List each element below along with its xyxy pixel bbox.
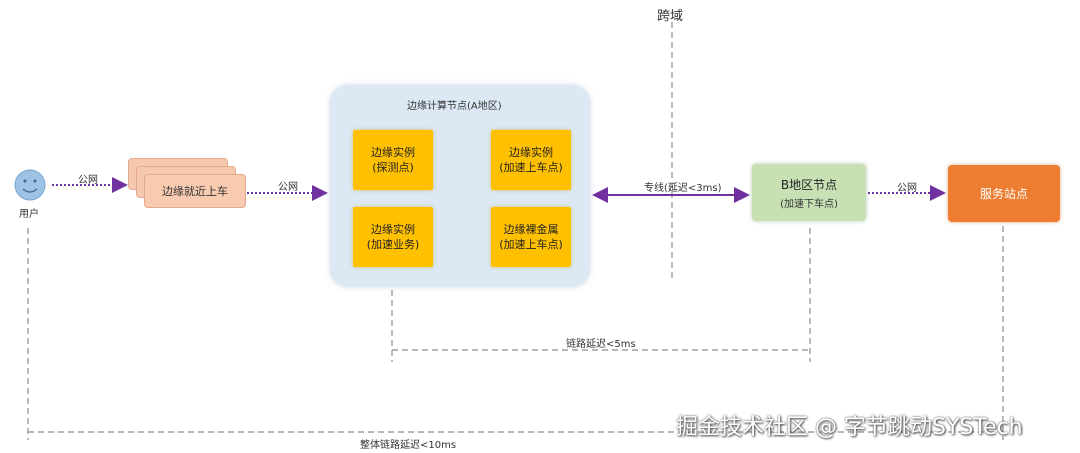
instance-baremetal-title: 边缘裸金属: [503, 223, 559, 236]
service-node: 服务站点: [948, 165, 1060, 222]
user-label: 用户: [19, 209, 39, 220]
access-node: 边缘就近上车: [144, 174, 246, 208]
overall-latency-label: 整体链路延迟<10ms: [360, 440, 457, 451]
instance-business-title: 边缘实例: [371, 223, 415, 236]
instance-business-sub: (加速业务): [366, 238, 420, 251]
access-node-label: 边缘就近上车: [162, 185, 228, 198]
instance-baremetal: 边缘裸金属 (加速上车点): [491, 207, 571, 267]
b-region-node: B地区节点 (加速下车点): [752, 164, 866, 221]
b-node-title: B地区节点: [780, 177, 838, 192]
edge-panel-title: 边缘计算节点(A地区): [407, 101, 502, 112]
b-node-subtitle: (加速下车点): [780, 198, 838, 210]
instance-baremetal-sub: (加速上车点): [499, 238, 563, 251]
link-b-service-label: 公网: [897, 183, 917, 194]
instance-business: 边缘实例 (加速业务): [353, 207, 433, 267]
overall-latency-guide: [27, 226, 1004, 440]
instance-boarding-sub: (加速上车点): [499, 161, 563, 174]
cross-domain-label: 跨域: [657, 9, 684, 24]
instance-boarding-title: 边缘实例: [509, 146, 553, 159]
instance-boarding: 边缘实例 (加速上车点): [491, 130, 571, 190]
service-node-label: 服务站点: [979, 187, 1028, 201]
link-user-access-label: 公网: [78, 175, 98, 186]
instance-probe-sub: (探测点): [372, 161, 414, 174]
link-latency-label: 链路延迟<5ms: [566, 339, 636, 350]
link-dedicated-label: 专线(延迟<3ms): [644, 183, 722, 194]
user-smiley-icon: [14, 169, 46, 201]
link-latency-guide: [391, 228, 811, 362]
link-access-edge-label: 公网: [278, 182, 298, 193]
instance-probe: 边缘实例 (探测点): [353, 130, 433, 190]
instance-probe-title: 边缘实例: [371, 146, 415, 159]
watermark: 掘金技术社区 @ 字节跳动SYSTech: [676, 415, 1023, 440]
